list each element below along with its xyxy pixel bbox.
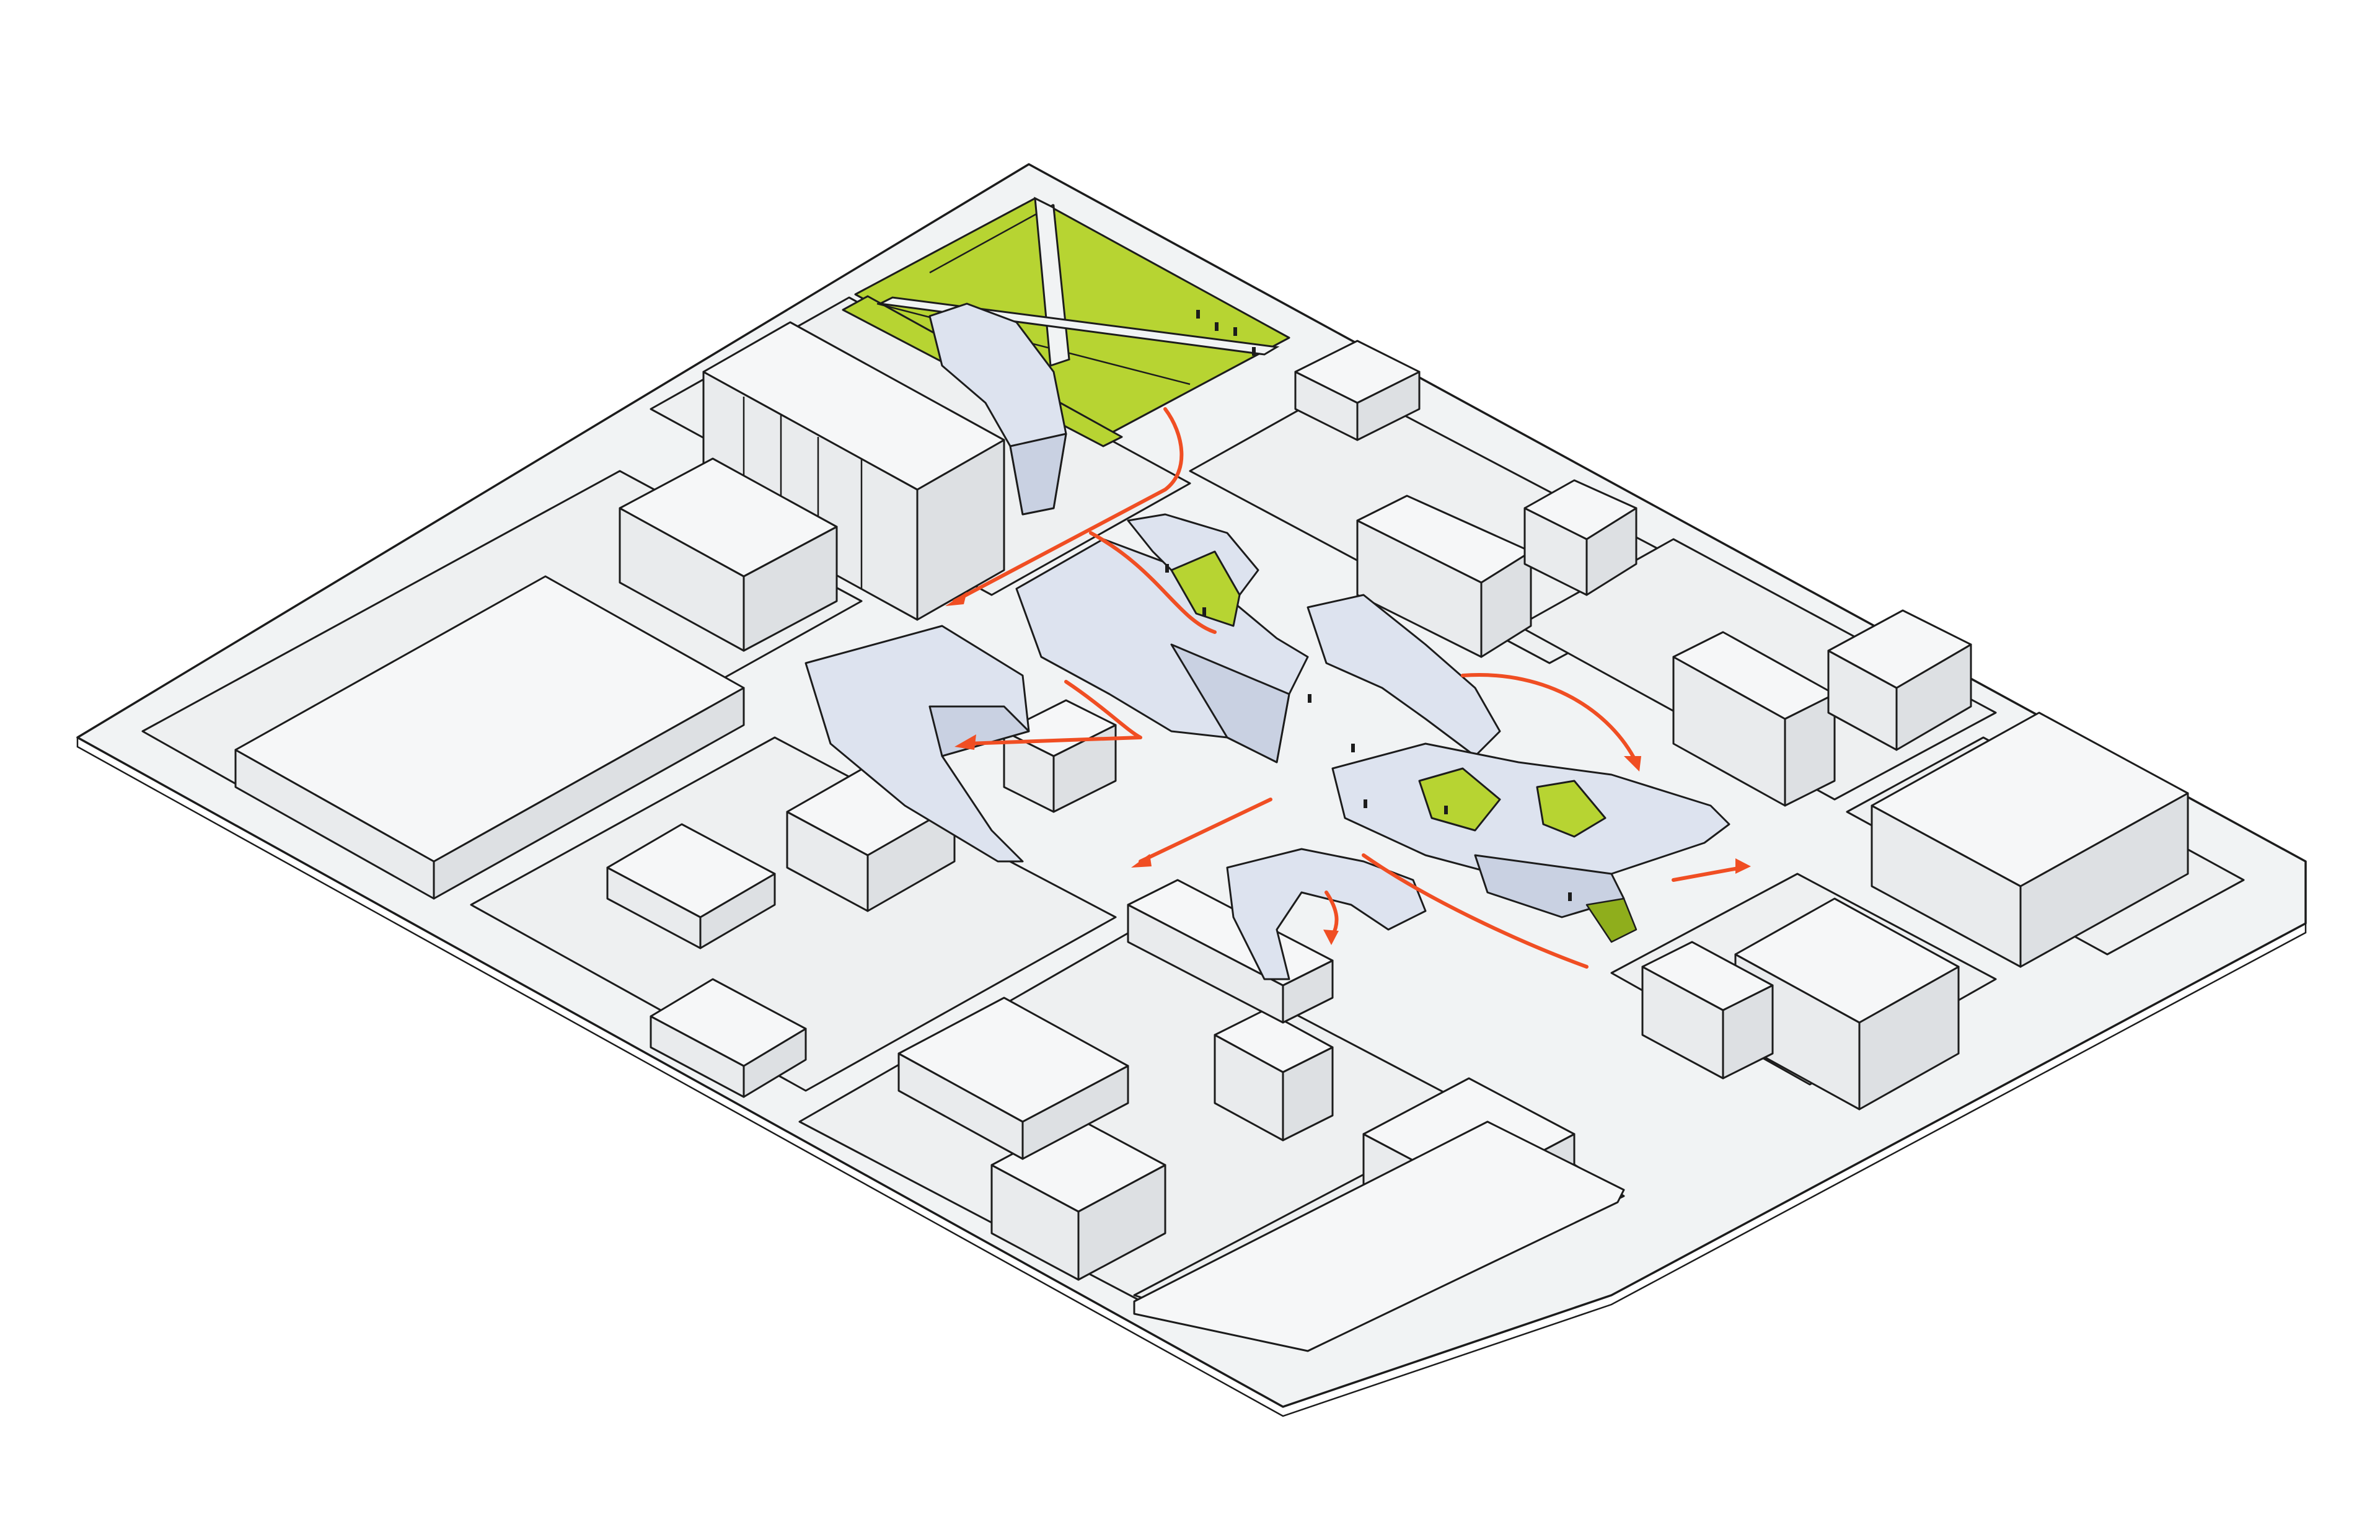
route-arrow	[945, 592, 967, 606]
building-ne-b	[1827, 609, 1972, 751]
building-sw-c	[650, 978, 807, 1098]
ring-pool	[1585, 897, 1637, 943]
route-arrow	[954, 734, 976, 750]
proposed-east-ring	[1331, 742, 1730, 943]
wave-body	[1226, 848, 1427, 980]
person-figure	[1215, 322, 1219, 331]
route-arrow	[1131, 854, 1152, 868]
building-sw-b	[606, 823, 776, 949]
site-ground	[76, 163, 2307, 1417]
proposed-tower-nw	[928, 302, 1067, 516]
ring-courtyard-b	[1536, 780, 1606, 838]
pedestrian-figures	[1165, 564, 1572, 901]
building-s-d	[1214, 1009, 1334, 1142]
route-central-west	[965, 680, 1142, 746]
central-side	[1170, 643, 1290, 763]
person-figure	[1351, 744, 1355, 752]
building-roof	[897, 997, 1129, 1123]
building-nw-tall	[702, 321, 1005, 621]
building-roof	[234, 575, 745, 863]
route-arrow	[1323, 930, 1339, 945]
circulation-routes	[945, 407, 1751, 969]
proposed-south-wave	[1226, 848, 1427, 980]
park-figures	[1196, 310, 1256, 356]
ground-edge	[76, 737, 2307, 1417]
proposed-bridge	[1307, 594, 1501, 757]
building-south-strip	[1133, 1120, 1625, 1352]
person-figure	[1364, 799, 1367, 808]
building-e-a	[1871, 711, 2189, 968]
route-arrow	[1624, 756, 1641, 772]
route-arrow	[1735, 858, 1751, 874]
wing-shadow	[928, 705, 1030, 757]
bridge-body	[1307, 594, 1501, 757]
building-roof	[1734, 897, 1960, 1024]
route-ring-south	[1362, 853, 1589, 969]
building-roof	[1827, 609, 1972, 689]
person-figure	[1202, 607, 1206, 616]
route-park-to-west	[953, 407, 1184, 603]
building-roof	[1133, 1120, 1625, 1352]
building-n-c	[1523, 479, 1637, 596]
person-figure	[1196, 310, 1200, 319]
proposed-buildings	[804, 302, 1730, 980]
building-roof	[1523, 479, 1637, 540]
proposed-central-mass	[1015, 513, 1309, 763]
person-figure	[1308, 694, 1311, 703]
person-figure	[1165, 564, 1169, 573]
person-figure	[1568, 892, 1572, 901]
building-n-b	[1356, 495, 1532, 658]
building-roof	[1294, 340, 1421, 404]
building-roof	[650, 978, 807, 1067]
route-east-loop	[1461, 673, 1638, 764]
route-central-north	[1089, 531, 1217, 634]
ring-courtyard-a	[1418, 767, 1501, 832]
building-w-b	[619, 457, 838, 652]
person-figure	[1233, 327, 1237, 336]
building-roof	[702, 321, 1005, 491]
person-figure	[1444, 806, 1448, 814]
route-east-exit	[1672, 866, 1743, 882]
central-courtyard	[1170, 550, 1241, 627]
tower-side	[1009, 433, 1067, 516]
proposed-west-wing	[804, 625, 1030, 863]
building-s-c	[897, 997, 1129, 1160]
route-south-west	[1139, 798, 1272, 863]
building-roof	[1214, 1009, 1334, 1073]
context-buildings	[234, 321, 2189, 1352]
building-ne-a	[1672, 631, 1836, 807]
building-roof	[1871, 711, 2189, 887]
wing-body	[804, 625, 1030, 863]
building-w-warehouse	[234, 575, 745, 900]
person-figure	[1252, 347, 1256, 356]
building-roof	[1641, 941, 1774, 1011]
building-n-a	[1294, 340, 1421, 441]
building-roof	[606, 823, 776, 918]
building-roof	[619, 457, 838, 578]
building-se-b	[1641, 941, 1774, 1080]
